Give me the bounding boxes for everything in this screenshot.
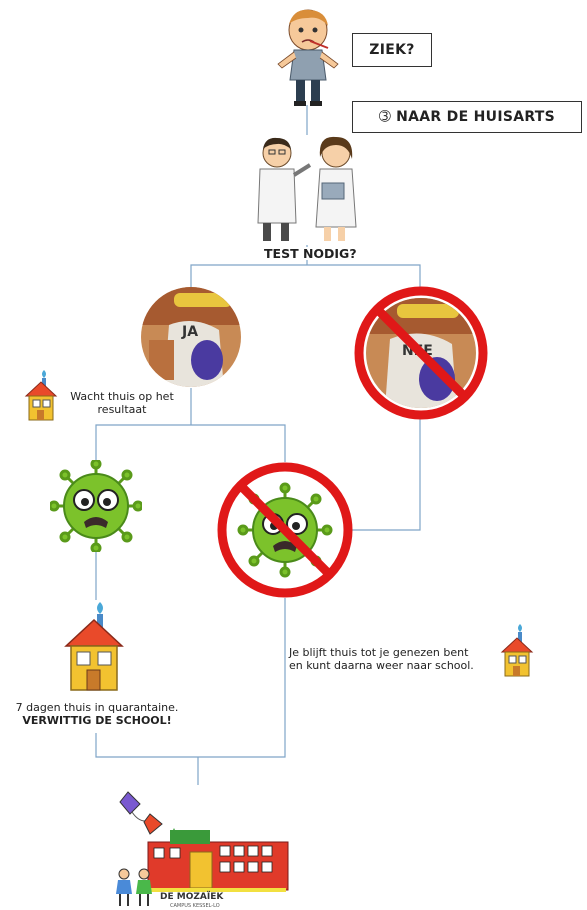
wait-for-result-text: Wacht thuis op het resultaat xyxy=(62,390,182,416)
house-icon xyxy=(24,370,58,421)
test-needed-label: TEST NODIG? xyxy=(262,246,359,261)
negative-result-text: Je blijft thuis tot je genezen bent en k… xyxy=(289,646,499,672)
school-subtitle: CAMPUS KESSEL-LO xyxy=(170,903,220,909)
wait-line-2: resultaat xyxy=(97,403,147,416)
go-to-doctor-box: ➂ NAAR DE HUISARTS xyxy=(352,101,582,133)
school-name: DE MOZAÏEK xyxy=(160,892,224,902)
virus-icon xyxy=(50,460,142,552)
virus-negative-icon xyxy=(217,462,353,598)
negative-line-2: en kunt daarna weer naar school. xyxy=(289,659,474,672)
doctors-icon xyxy=(257,136,357,241)
school-drawing-icon xyxy=(116,791,289,906)
negative-line-1: Je blijft thuis tot je genezen bent xyxy=(289,646,469,659)
wait-line-1: Wacht thuis op het xyxy=(70,390,174,403)
quarantine-text: 7 dagen thuis in quarantaine. VERWITTIG … xyxy=(8,701,186,727)
house-icon xyxy=(64,602,124,691)
yes-label: JA xyxy=(182,324,199,340)
sick-question-box: ZIEK? xyxy=(352,33,432,67)
quarantine-line-2: VERWITTIG DE SCHOOL! xyxy=(22,714,172,727)
test-yes-photo xyxy=(141,287,241,387)
quarantine-line-1: 7 dagen thuis in quarantaine. xyxy=(15,701,179,714)
prohibition-icon xyxy=(354,286,488,420)
sick-person-icon xyxy=(277,9,339,106)
house-icon xyxy=(500,624,534,677)
